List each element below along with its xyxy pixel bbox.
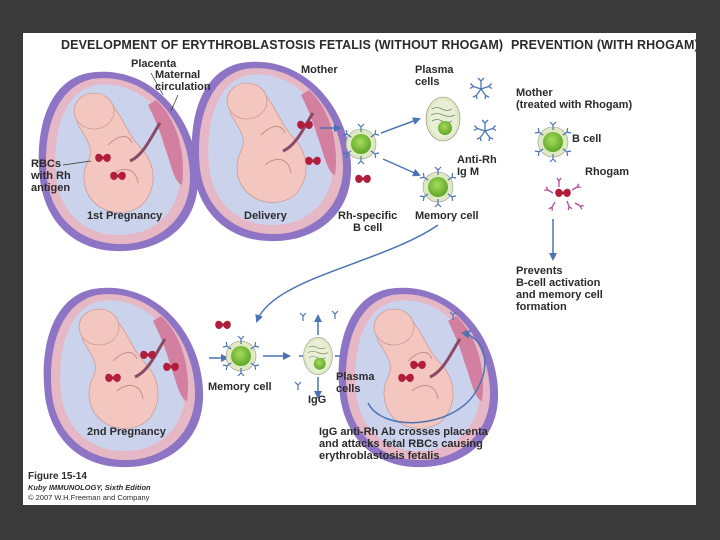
rhogam-complex (543, 177, 585, 212)
second-pregnancy-womb (42, 286, 205, 469)
label-plasma-cells-top: Plasma cells (415, 64, 454, 88)
plasma-cell-bottom (303, 336, 333, 376)
heading-without-rhogam: DEVELOPMENT OF ERYTHROBLASTOSIS FETALIS … (61, 38, 504, 52)
caption-copyright: © 2007 W.H.Freeman and Company (28, 493, 150, 502)
plasma-cell-top (425, 96, 461, 142)
heading-with-rhogam: PREVENTION (WITH RHOGAM) (511, 38, 696, 52)
label-mother-rhogam: Mother (treated with Rhogam) (516, 87, 633, 111)
caption-book-title: Kuby IMMUNOLOGY, Sixth Edition (28, 483, 151, 492)
figure-canvas: DEVELOPMENT OF ERYTHROBLASTOSIS FETALIS … (23, 33, 696, 505)
label-memory-cell-top: Memory cell (415, 210, 479, 222)
label-second-pregnancy: 2nd Pregnancy (87, 426, 166, 438)
label-maternal-circulation: Maternal circulation (155, 69, 211, 93)
label-rh-specific-b-cell: Rh-specific B cell (338, 210, 398, 234)
label-mother: Mother (301, 64, 338, 76)
label-igg-crosses: IgG anti-Rh Ab crosses placenta and atta… (319, 426, 488, 462)
label-prevents: Prevents B-cell activation and memory ce… (516, 265, 603, 313)
label-rbcs-rh-antigen: RBCs with Rh antigen (31, 158, 71, 194)
caption-figure-number: Figure 15-14 (28, 471, 87, 482)
label-placenta: Placenta (131, 58, 177, 70)
memory-cell-top (420, 167, 456, 207)
rhogam-b-cell (535, 122, 571, 162)
label-first-pregnancy: 1st Pregnancy (87, 210, 163, 222)
label-anti-rh-igm: Anti-Rh Ig M (457, 154, 497, 178)
diagram-artwork (37, 60, 585, 469)
label-b-cell: B cell (572, 133, 602, 145)
memory-cell-bottom (223, 336, 259, 376)
label-rhogam: Rhogam (585, 166, 629, 178)
label-plasma-cells-bottom: Plasma cells (336, 371, 375, 395)
label-delivery: Delivery (244, 210, 287, 222)
label-memory-cell-bottom: Memory cell (208, 381, 272, 393)
label-igg: IgG (308, 394, 327, 406)
